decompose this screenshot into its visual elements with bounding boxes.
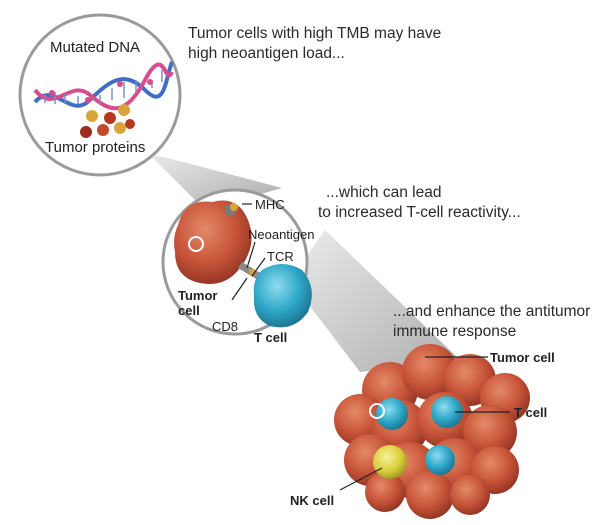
caption-step-1-line-2: high neoantigen load... [188, 45, 345, 62]
caption-step-2: ...which can lead to increased T-cell re… [318, 183, 521, 223]
circle-t-cell-label: T cell [254, 330, 288, 345]
cluster-t-cell-label: T cell [514, 405, 548, 420]
cluster-tumor-cell-label: Tumor cell [490, 350, 555, 365]
zoom-cone-2 [290, 230, 460, 372]
tumor-cell-icon [174, 200, 252, 284]
caption-step-2-line-2: to increased T-cell reactivity... [318, 204, 521, 221]
mutated-dna-label: Mutated DNA [50, 39, 141, 56]
mhc-tcr-complex-icon [225, 203, 262, 280]
caption-step-3-line-1: ...and enhance the antitumor [393, 303, 591, 320]
neoantigen-label: Neoantigen [248, 227, 315, 242]
cd8-label: CD8 [212, 319, 239, 334]
caption-step-3-line-2: immune response [393, 323, 517, 340]
cluster-leader-lines [339, 356, 510, 491]
tumor-cell-label-line-1: Tumor [178, 288, 218, 303]
mhc-label: MHC [255, 197, 285, 212]
tumor-cell-label-line-2: cell [178, 303, 200, 318]
t-cell-icon [253, 264, 312, 328]
tumor-proteins-icon [80, 104, 135, 138]
tumor-proteins-label: Tumor proteins [45, 139, 146, 156]
tcr-label: TCR [267, 249, 294, 264]
cluster-marker-ring-icon [369, 403, 385, 419]
tumor-cell-label: Tumor cell [178, 288, 217, 318]
caption-step-1: Tumor cells with high TMB may have high … [188, 24, 441, 64]
cluster-t-cells-icon [376, 396, 463, 475]
caption-step-3: ...and enhance the antitumor immune resp… [393, 302, 590, 342]
cluster-nk-cell-icon [373, 445, 407, 479]
interaction-leader-lines [231, 203, 266, 301]
caption-step-2-line-1: ...which can lead [326, 184, 442, 201]
cluster-nk-cell-label: NK cell [290, 493, 335, 508]
caption-step-1-line-1: Tumor cells with high TMB may have [188, 25, 442, 42]
